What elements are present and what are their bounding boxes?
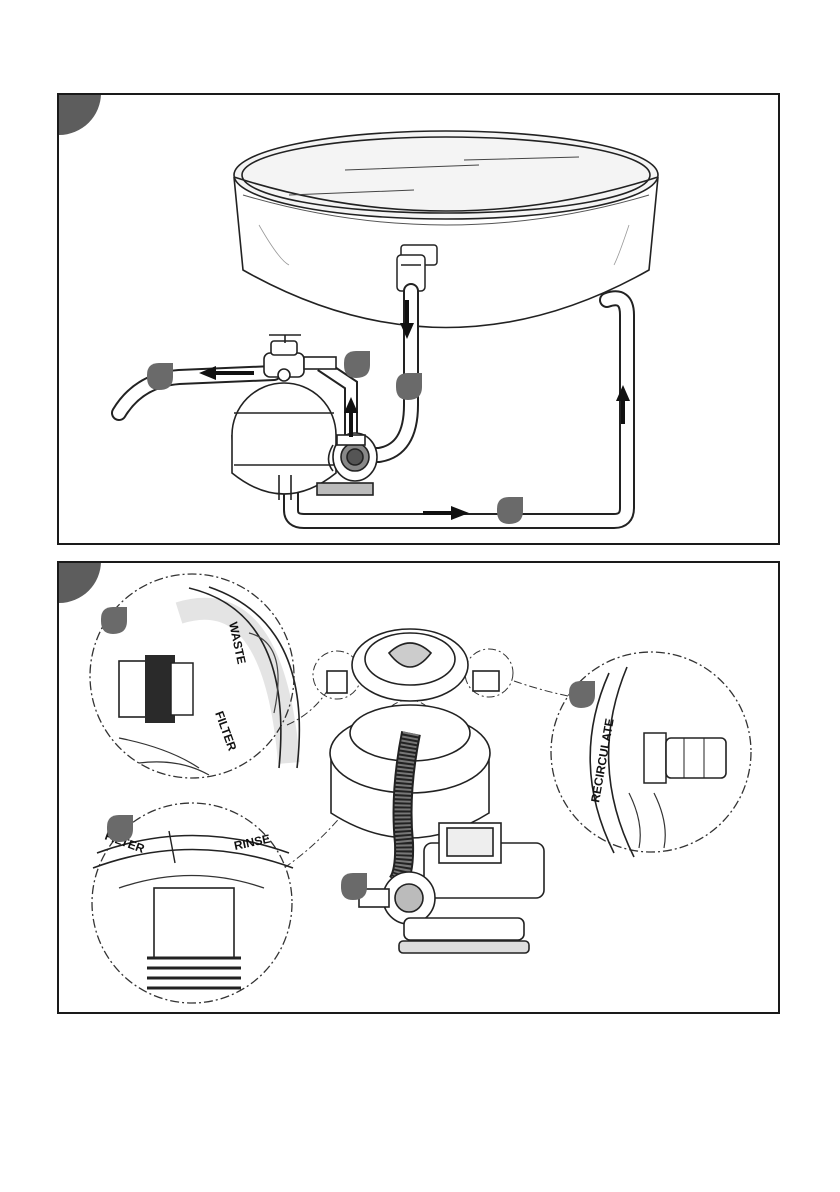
filter-pump-unit xyxy=(327,629,544,953)
callout-waste-port xyxy=(101,607,127,634)
callout-pump-outlet xyxy=(344,351,370,378)
pool-setup-illustration xyxy=(59,95,780,545)
valve-detail-illustration: WASTE FILTER FILTER RINSE xyxy=(59,563,780,1014)
sand-filter-tank xyxy=(232,335,336,500)
callout-suction xyxy=(396,373,422,400)
callout-recirculate-port xyxy=(569,681,595,708)
callout-waste xyxy=(147,363,173,390)
callout-pump-inlet xyxy=(341,873,367,900)
pool xyxy=(234,131,658,328)
detail-circle-waste: WASTE FILTER xyxy=(90,574,299,778)
pool-setup-panel xyxy=(57,93,780,545)
pool-inlet-fitting xyxy=(397,245,437,291)
valve-detail-panel: WASTE FILTER FILTER RINSE xyxy=(57,561,780,1014)
callout-rinse-port xyxy=(107,815,133,842)
callout-return xyxy=(497,497,523,524)
